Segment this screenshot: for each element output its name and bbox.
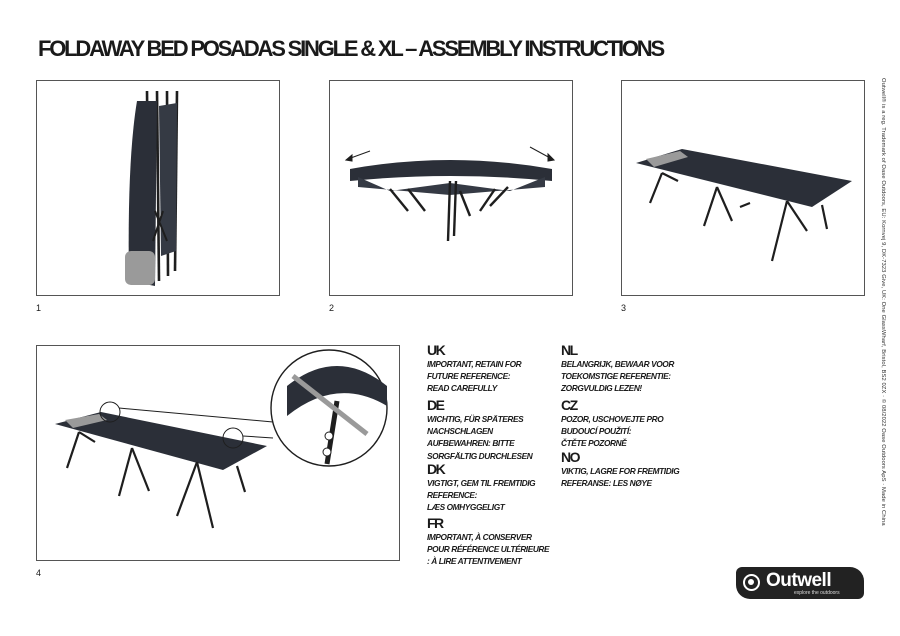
warning-line: VIKTIG, LAGRE FOR FREMTIDIG bbox=[561, 466, 680, 476]
outwell-mark-icon bbox=[743, 574, 760, 591]
folded-bed-illustration bbox=[125, 90, 179, 286]
warning-line: IMPORTANT, RETAIN FOR bbox=[427, 359, 522, 369]
language-code: UK bbox=[427, 342, 446, 358]
warning-uk: UK IMPORTANT, RETAIN FOR FUTURE REFERENC… bbox=[427, 342, 522, 395]
warning-no: NO VIKTIG, LAGRE FOR FREMTIDIG REFERANSE… bbox=[561, 449, 680, 489]
step-2-image bbox=[329, 80, 573, 296]
warning-line: READ CAREFULLY bbox=[427, 383, 497, 394]
warning-line: WICHTIG, FÜR SPÄTERES bbox=[427, 414, 524, 424]
warning-dk: DK VIGTIGT, GEM TIL FREMTIDIG REFERENCE:… bbox=[427, 461, 536, 514]
page-title: FOLDAWAY BED POSADAS SINGLE & XL – ASSEM… bbox=[38, 36, 665, 61]
warning-cz: CZ POZOR, USCHOVEJTE PRO BUDOUCÍ POUŽITÍ… bbox=[561, 397, 664, 450]
logo-word: Outwell bbox=[766, 570, 832, 591]
warning-de: DE WICHTIG, FÜR SPÄTERES NACHSCHLAGEN AU… bbox=[427, 397, 533, 462]
warning-line: REFERENCE: bbox=[427, 490, 477, 501]
warning-line: FUTURE REFERENCE: bbox=[427, 371, 511, 382]
language-code: FR bbox=[427, 515, 444, 531]
step-1-number: 1 bbox=[36, 303, 42, 313]
warning-line: POZOR, USCHOVEJTE PRO bbox=[561, 414, 664, 424]
warning-line: ČTĚTE POZORNĚ bbox=[561, 438, 627, 449]
warning-line: SORGFÄLTIG DURCHLESEN bbox=[427, 450, 533, 461]
warning-line: VIGTIGT, GEM TIL FREMTIDIG bbox=[427, 478, 536, 488]
step-1-image bbox=[36, 80, 280, 296]
assembled-bed-illustration bbox=[636, 149, 852, 262]
warning-nl: NL BELANGRIJK, BEWAAR VOOR TOEKOMSTIGE R… bbox=[561, 343, 674, 395]
step-3-image bbox=[621, 80, 865, 296]
language-code: NL bbox=[561, 342, 578, 358]
unfolding-bed-illustration bbox=[344, 146, 556, 242]
warning-line: BELANGRIJK, BEWAAR VOOR bbox=[561, 359, 674, 369]
step-2-number: 2 bbox=[329, 303, 335, 313]
warning-fr: FR IMPORTANT, À CONSERVER POUR RÉFÉRENCE… bbox=[427, 515, 550, 568]
step-4-number: 4 bbox=[36, 568, 42, 578]
language-code: DK bbox=[427, 461, 446, 477]
language-code: DE bbox=[427, 397, 445, 413]
assembled-bed-detail-illustration bbox=[55, 349, 388, 529]
warning-line: LÆS OMHYGGELIGT bbox=[427, 502, 505, 513]
warning-line: POUR RÉFÉRENCE ULTÉRIEURE bbox=[427, 544, 550, 555]
step-3-number: 3 bbox=[621, 303, 627, 313]
warning-line: AUFBEWAHREN: BITTE bbox=[427, 438, 515, 449]
warning-line: ZORGVULDIG LEZEN! bbox=[561, 383, 642, 394]
warning-line: NACHSCHLAGEN bbox=[427, 426, 493, 437]
trademark-sidebar: Outwell® is a reg. Trademark of Oase Out… bbox=[875, 78, 889, 526]
language-code: NO bbox=[561, 449, 581, 465]
warning-line: REFERANSE: LES NØYE bbox=[561, 478, 652, 489]
warning-line: TOEKOMSTIGE REFERENTIE: bbox=[561, 371, 671, 382]
trademark-text: Outwell® is a reg. Trademark of Oase Out… bbox=[880, 78, 886, 526]
warning-line: : À LIRE ATTENTIVEMENT bbox=[427, 556, 522, 567]
logo-tagline: explore the outdoors bbox=[794, 590, 840, 596]
warning-line: IMPORTANT, À CONSERVER bbox=[427, 532, 532, 542]
step-4-image bbox=[36, 345, 400, 561]
warning-line: BUDOUCÍ POUŽITÍ: bbox=[561, 426, 632, 437]
language-code: CZ bbox=[561, 397, 578, 413]
outwell-logo: Outwell explore the outdoors bbox=[736, 567, 864, 599]
